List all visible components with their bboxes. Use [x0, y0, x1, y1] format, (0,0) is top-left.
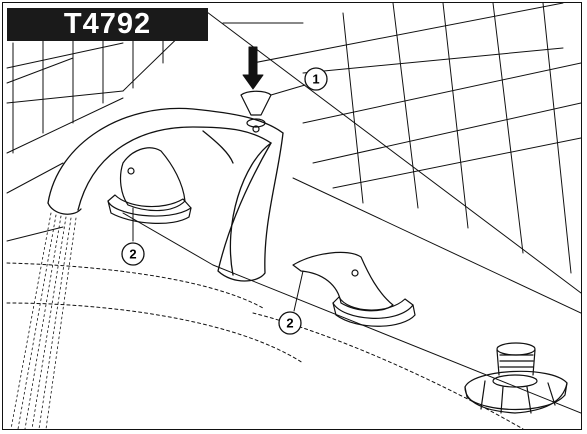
- callout-1: 1: [304, 67, 328, 91]
- tub-deck: [6, 177, 581, 429]
- model-number-label: T4792: [7, 8, 208, 41]
- down-arrow-icon: [242, 46, 264, 90]
- callout-2b-label: 2: [286, 316, 293, 331]
- faucet-spout: [47, 107, 284, 282]
- faucet-diagram: 1 2 2: [6, 3, 581, 429]
- diverter-knob: [240, 90, 272, 133]
- callout-2a: 2: [121, 242, 145, 266]
- callout-2a-label: 2: [129, 247, 136, 262]
- right-handle: [292, 251, 416, 327]
- callout-2b: 2: [278, 311, 302, 335]
- diagram-frame: 1 2 2 T4792: [2, 2, 582, 430]
- water-stream: [10, 212, 77, 429]
- wall-tiles: [6, 3, 581, 294]
- escutcheon-part: [464, 342, 568, 414]
- left-handle: [107, 147, 192, 224]
- callout-1-label: 1: [312, 72, 319, 87]
